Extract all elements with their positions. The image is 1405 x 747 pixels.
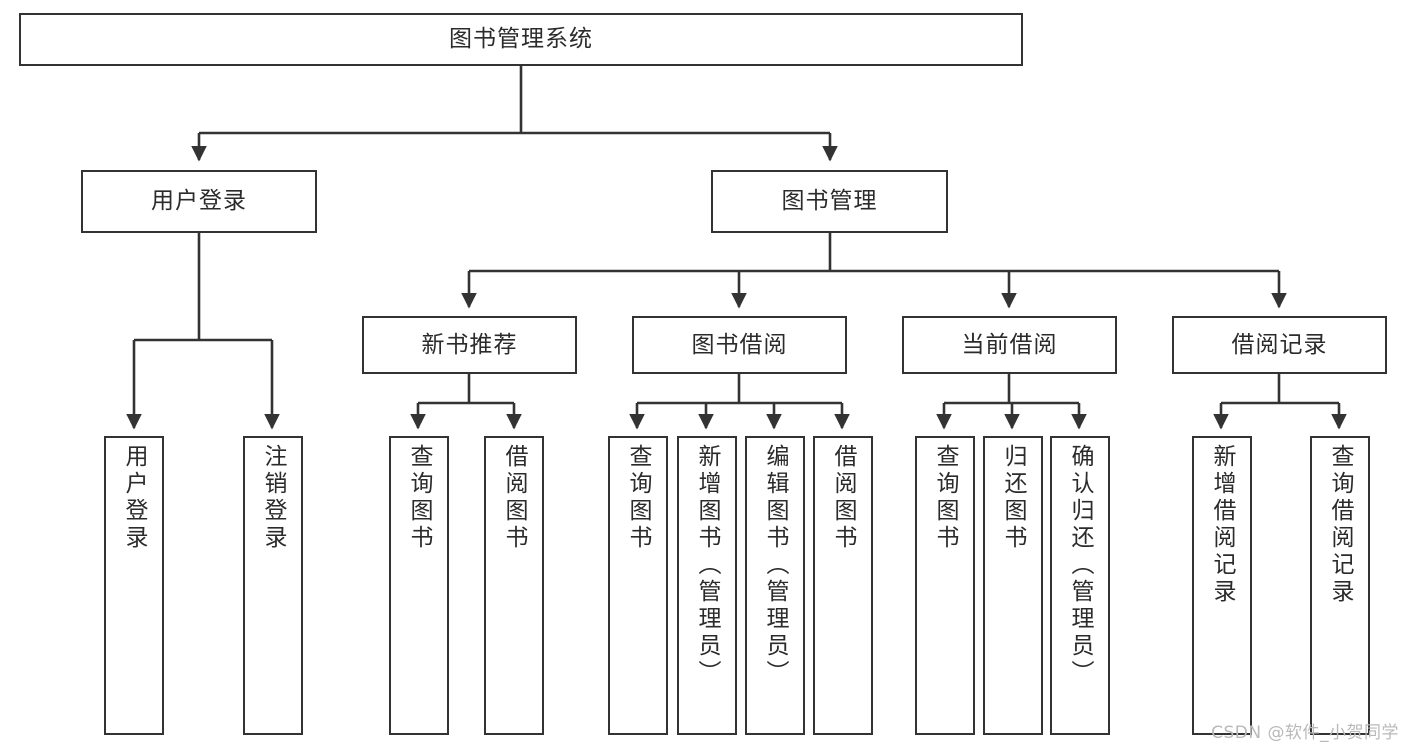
node-label: 注销登录 xyxy=(260,444,287,552)
node-label: 查询图书 xyxy=(625,444,652,552)
node-label: 新增图书（管理员） xyxy=(694,444,721,687)
node-label: 查询借阅记录 xyxy=(1327,444,1354,606)
node-label: 编辑图书（管理员） xyxy=(762,444,789,687)
node-label: 用户登录 xyxy=(151,188,247,215)
node-current-borrow[interactable]: 当前借阅 xyxy=(902,316,1117,374)
node-book-manage[interactable]: 图书管理 xyxy=(711,170,948,233)
leaf-query-book-current[interactable]: 查询图书 xyxy=(915,436,975,735)
node-borrow-record[interactable]: 借阅记录 xyxy=(1172,316,1387,374)
node-label: 当前借阅 xyxy=(961,331,1058,358)
node-label: 图书管理系统 xyxy=(449,26,593,53)
leaf-user-login[interactable]: 用户登录 xyxy=(104,436,164,735)
node-label: 用户登录 xyxy=(121,444,148,552)
node-label: 借阅图书 xyxy=(830,444,857,552)
node-root-system[interactable]: 图书管理系统 xyxy=(19,13,1023,66)
leaf-add-borrow-record[interactable]: 新增借阅记录 xyxy=(1192,436,1252,735)
leaf-query-book-recommend[interactable]: 查询图书 xyxy=(389,436,449,735)
leaf-add-book[interactable]: 新增图书（管理员） xyxy=(677,436,737,735)
node-label: 图书管理 xyxy=(781,188,878,215)
leaf-borrow-book-recommend[interactable]: 借阅图书 xyxy=(484,436,544,735)
leaf-query-borrow-record[interactable]: 查询借阅记录 xyxy=(1310,436,1370,735)
node-label: 确认归还（管理员） xyxy=(1067,444,1094,687)
node-book-borrow[interactable]: 图书借阅 xyxy=(632,316,847,374)
node-label: 借阅记录 xyxy=(1231,331,1328,358)
leaf-edit-book[interactable]: 编辑图书（管理员） xyxy=(745,436,805,735)
leaf-return-book[interactable]: 归还图书 xyxy=(983,436,1043,735)
leaf-query-book-borrow[interactable]: 查询图书 xyxy=(608,436,668,735)
node-label: 新增借阅记录 xyxy=(1209,444,1236,606)
node-label: 归还图书 xyxy=(1000,444,1027,552)
node-user-login[interactable]: 用户登录 xyxy=(81,170,317,233)
leaf-logout-login[interactable]: 注销登录 xyxy=(243,436,303,735)
leaf-confirm-return[interactable]: 确认归还（管理员） xyxy=(1050,436,1110,735)
node-new-book-recommend[interactable]: 新书推荐 xyxy=(362,316,577,374)
node-label: 查询图书 xyxy=(932,444,959,552)
node-label: 查询图书 xyxy=(406,444,433,552)
leaf-borrow-book[interactable]: 借阅图书 xyxy=(813,436,873,735)
node-label: 借阅图书 xyxy=(501,444,528,552)
csdn-watermark: CSDN @软件_小贺同学 xyxy=(1211,723,1399,743)
node-label: 新书推荐 xyxy=(421,331,518,358)
node-label: 图书借阅 xyxy=(691,331,788,358)
